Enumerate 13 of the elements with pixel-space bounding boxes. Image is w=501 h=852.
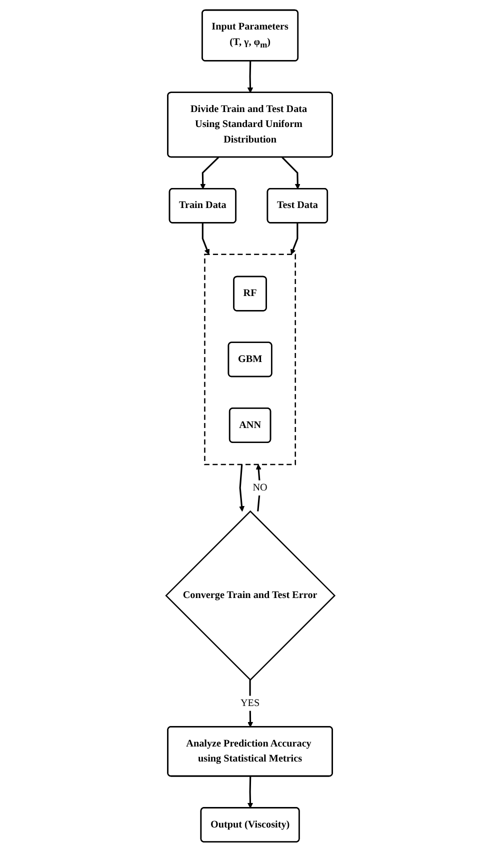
arrow <box>248 680 254 728</box>
arrow <box>248 776 254 808</box>
arrow <box>256 464 262 512</box>
arrow <box>202 222 210 255</box>
arrow <box>239 464 245 512</box>
cluster <box>204 254 296 466</box>
arrow <box>290 222 298 255</box>
arrow <box>200 156 220 190</box>
arrow <box>248 61 254 94</box>
arrow <box>282 156 301 190</box>
node-diamond: Converge Train and Test Error <box>165 510 336 681</box>
edge-label: YES <box>240 698 260 708</box>
edge-label: NO <box>252 482 268 493</box>
